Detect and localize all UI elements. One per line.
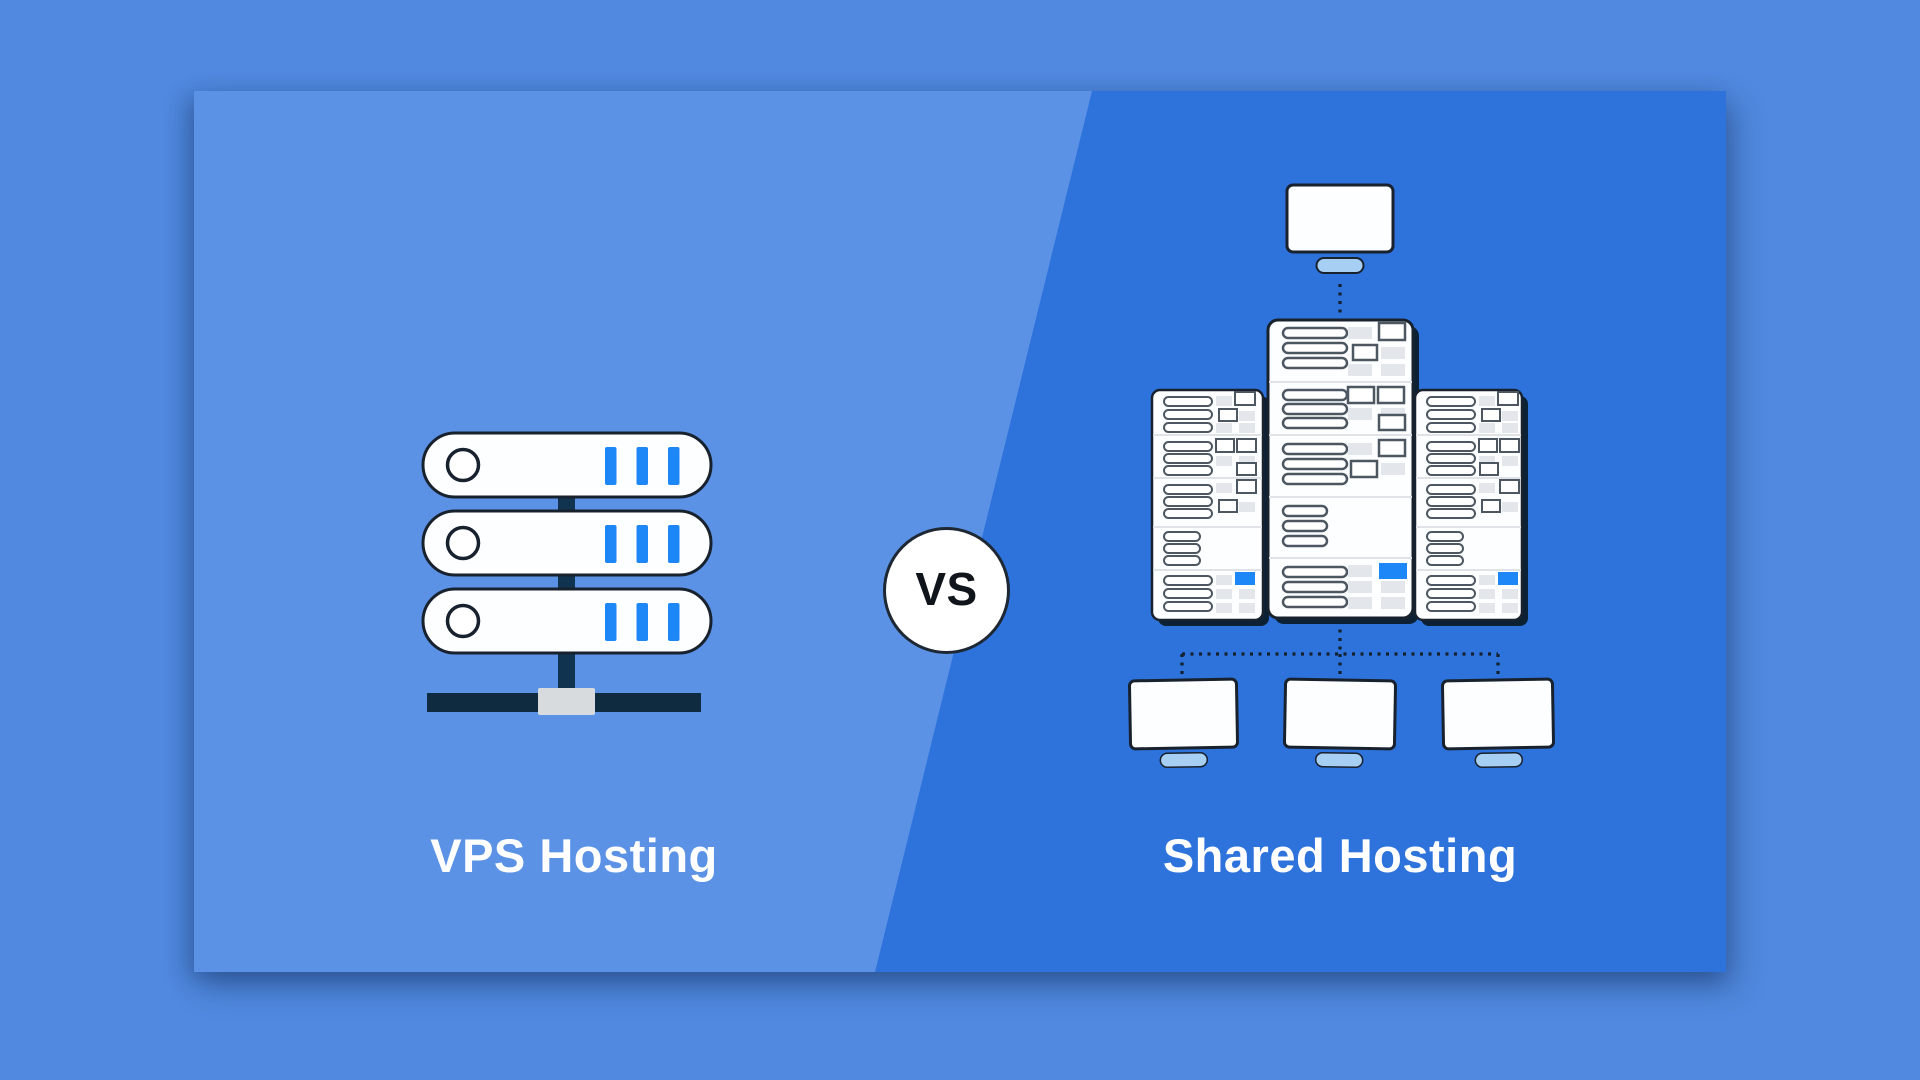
monitor-stand	[1315, 257, 1365, 274]
monitor-stand	[1474, 751, 1524, 769]
active-cell	[1235, 572, 1255, 585]
power-button-icon	[445, 447, 481, 483]
rack-cells	[1216, 396, 1255, 613]
rack-slot-pills	[1281, 326, 1349, 609]
server-unit	[421, 431, 713, 499]
vs-badge: VS	[883, 527, 1010, 654]
client-monitor-icon	[1128, 677, 1239, 769]
client-monitor-icon	[1285, 183, 1395, 274]
rack-slot-pills	[1163, 396, 1213, 612]
client-monitor-icon	[1441, 677, 1555, 769]
monitor-stand	[1159, 751, 1209, 769]
server-rack-left	[1150, 388, 1265, 622]
monitor-stand	[1314, 751, 1364, 769]
active-cell	[1379, 563, 1407, 579]
server-unit	[421, 509, 713, 577]
active-cell	[1498, 572, 1518, 585]
led-bars	[605, 603, 680, 641]
shared-hosting-network-icon	[1128, 183, 1555, 769]
comparison-card: VS	[194, 91, 1726, 972]
vps-server-stack-icon	[421, 431, 713, 715]
rack-modules	[1346, 321, 1407, 479]
server-rack-center	[1266, 318, 1415, 620]
led-bars	[605, 447, 680, 485]
vps-hosting-label: VPS Hosting	[430, 829, 718, 882]
network-dotted-lines	[1180, 284, 1500, 676]
shared-hosting-label: Shared Hosting	[1162, 829, 1518, 882]
server-rack-right	[1413, 388, 1524, 622]
client-monitor-icon	[1283, 677, 1397, 769]
rack-slot-pills	[1426, 396, 1476, 612]
vs-label: VS	[915, 562, 978, 615]
rack-modules	[1215, 391, 1257, 513]
power-button-icon	[445, 603, 481, 639]
led-bars	[605, 525, 680, 563]
power-button-icon	[445, 525, 481, 561]
server-unit	[421, 587, 713, 655]
rack-modules	[1478, 391, 1520, 513]
rack-cells	[1479, 396, 1518, 613]
